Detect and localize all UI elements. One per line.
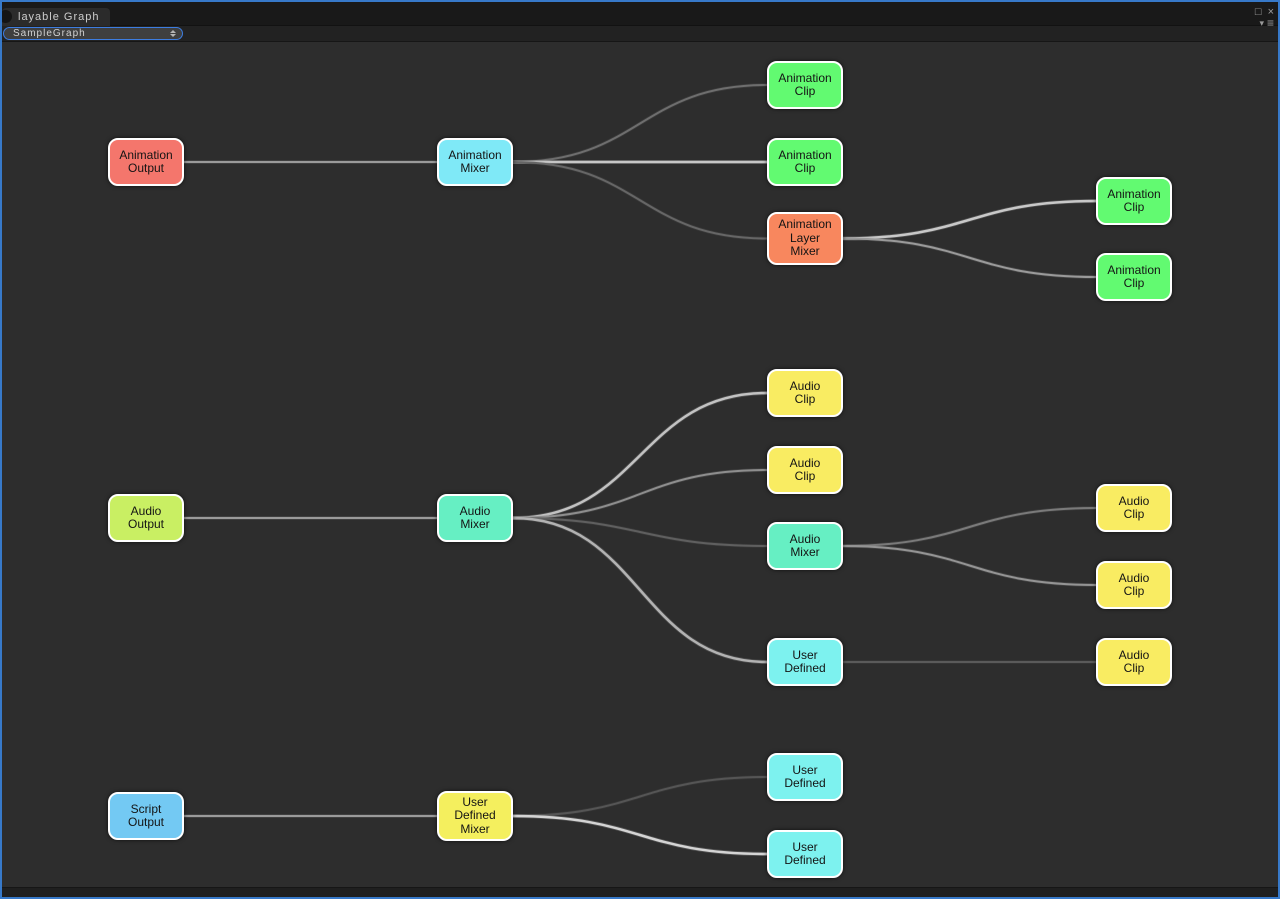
animation-clip-4-node[interactable]: Animation Clip — [1096, 253, 1172, 301]
animation-clip-2-node[interactable]: Animation Clip — [767, 138, 843, 186]
animation-clip-3-node[interactable]: Animation Clip — [1096, 177, 1172, 225]
toolbar: SampleGraph — [0, 26, 1280, 42]
graph-edge — [512, 776, 768, 817]
graph-edge — [512, 84, 768, 163]
script-output-node[interactable]: Script Output — [108, 792, 184, 840]
user-defined-mixer-node[interactable]: User Defined Mixer — [437, 791, 513, 841]
graph-edge — [511, 516, 769, 664]
tab-playable-graph[interactable]: layable Graph — [0, 8, 110, 26]
animation-clip-1-node[interactable]: Animation Clip — [767, 61, 843, 109]
graph-edge — [512, 517, 768, 547]
graph-edge — [512, 469, 768, 519]
graph-edge — [842, 237, 1097, 278]
audio-output-node[interactable]: Audio Output — [108, 494, 184, 542]
graph-edge — [842, 545, 1097, 586]
graph-edge — [842, 507, 1097, 547]
audio-clip-4-node[interactable]: Audio Clip — [1096, 561, 1172, 609]
graph-edge — [511, 391, 769, 520]
graph-selector-value: SampleGraph — [13, 28, 86, 39]
audio-clip-5-node[interactable]: Audio Clip — [1096, 638, 1172, 686]
user-defined-1-node[interactable]: User Defined — [767, 638, 843, 686]
user-defined-3-node[interactable]: User Defined — [767, 830, 843, 878]
popup-arrows-icon — [170, 30, 176, 37]
graph-selector-dropdown[interactable]: SampleGraph — [3, 27, 183, 40]
graph-edge — [511, 814, 769, 856]
animation-layer-mixer-node[interactable]: Animation Layer Mixer — [767, 212, 843, 265]
bottom-strip — [0, 887, 1280, 897]
graph-edge — [841, 199, 1098, 240]
pane-dropdown-arrow-icon[interactable]: ▾ — [1259, 18, 1264, 28]
maximize-icon[interactable]: □ — [1254, 6, 1262, 18]
tab-circle-icon — [0, 10, 12, 23]
title-bar: layable Graph □ × ▾ ≡ — [0, 2, 1280, 30]
audio-clip-3-node[interactable]: Audio Clip — [1096, 484, 1172, 532]
audio-mixer-node[interactable]: Audio Mixer — [437, 494, 513, 542]
audio-mixer-2-node[interactable]: Audio Mixer — [767, 522, 843, 570]
animation-mixer-node[interactable]: Animation Mixer — [437, 138, 513, 186]
pane-menu-icon[interactable]: ≡ — [1266, 16, 1274, 30]
user-defined-2-node[interactable]: User Defined — [767, 753, 843, 801]
close-icon[interactable]: × — [1267, 6, 1274, 18]
tab-label: layable Graph — [18, 11, 100, 23]
audio-clip-2-node[interactable]: Audio Clip — [767, 446, 843, 494]
audio-clip-1-node[interactable]: Audio Clip — [767, 369, 843, 417]
animation-output-node[interactable]: Animation Output — [108, 138, 184, 186]
graph-edge — [512, 161, 768, 240]
